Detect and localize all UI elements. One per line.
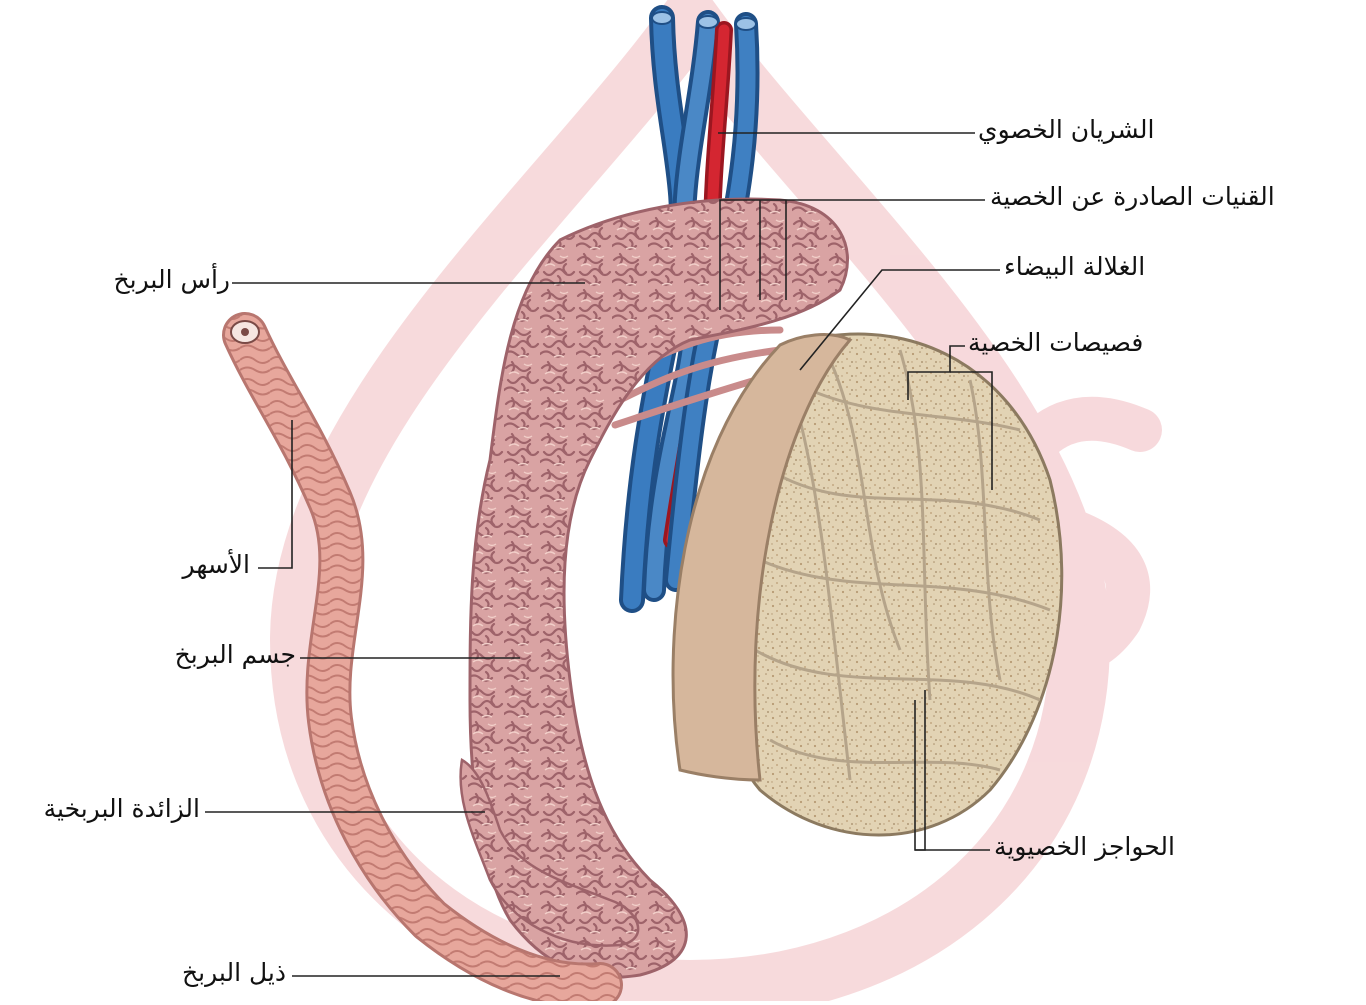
label-appendix-epididymis: الزائدة البربخية xyxy=(0,794,200,824)
label-epididymis-body: جسم البربخ xyxy=(120,640,296,670)
label-testicular-artery: الشريان الخصوي xyxy=(978,115,1154,145)
label-epididymis-tail: ذيل البربخ xyxy=(120,958,286,988)
label-testicular-septa: الحواجز الخصيوية xyxy=(994,832,1175,862)
label-vas-deferens: الأسهر xyxy=(120,550,250,580)
label-epididymis-head: رأس البربخ xyxy=(80,265,230,295)
label-tunica-albuginea: الغلالة البيضاء xyxy=(1004,252,1145,282)
label-testicular-lobules: فصيصات الخصية xyxy=(968,328,1143,358)
label-efferent-ductules: القنيات الصادرة عن الخصية xyxy=(990,182,1275,212)
testis xyxy=(673,334,1062,835)
